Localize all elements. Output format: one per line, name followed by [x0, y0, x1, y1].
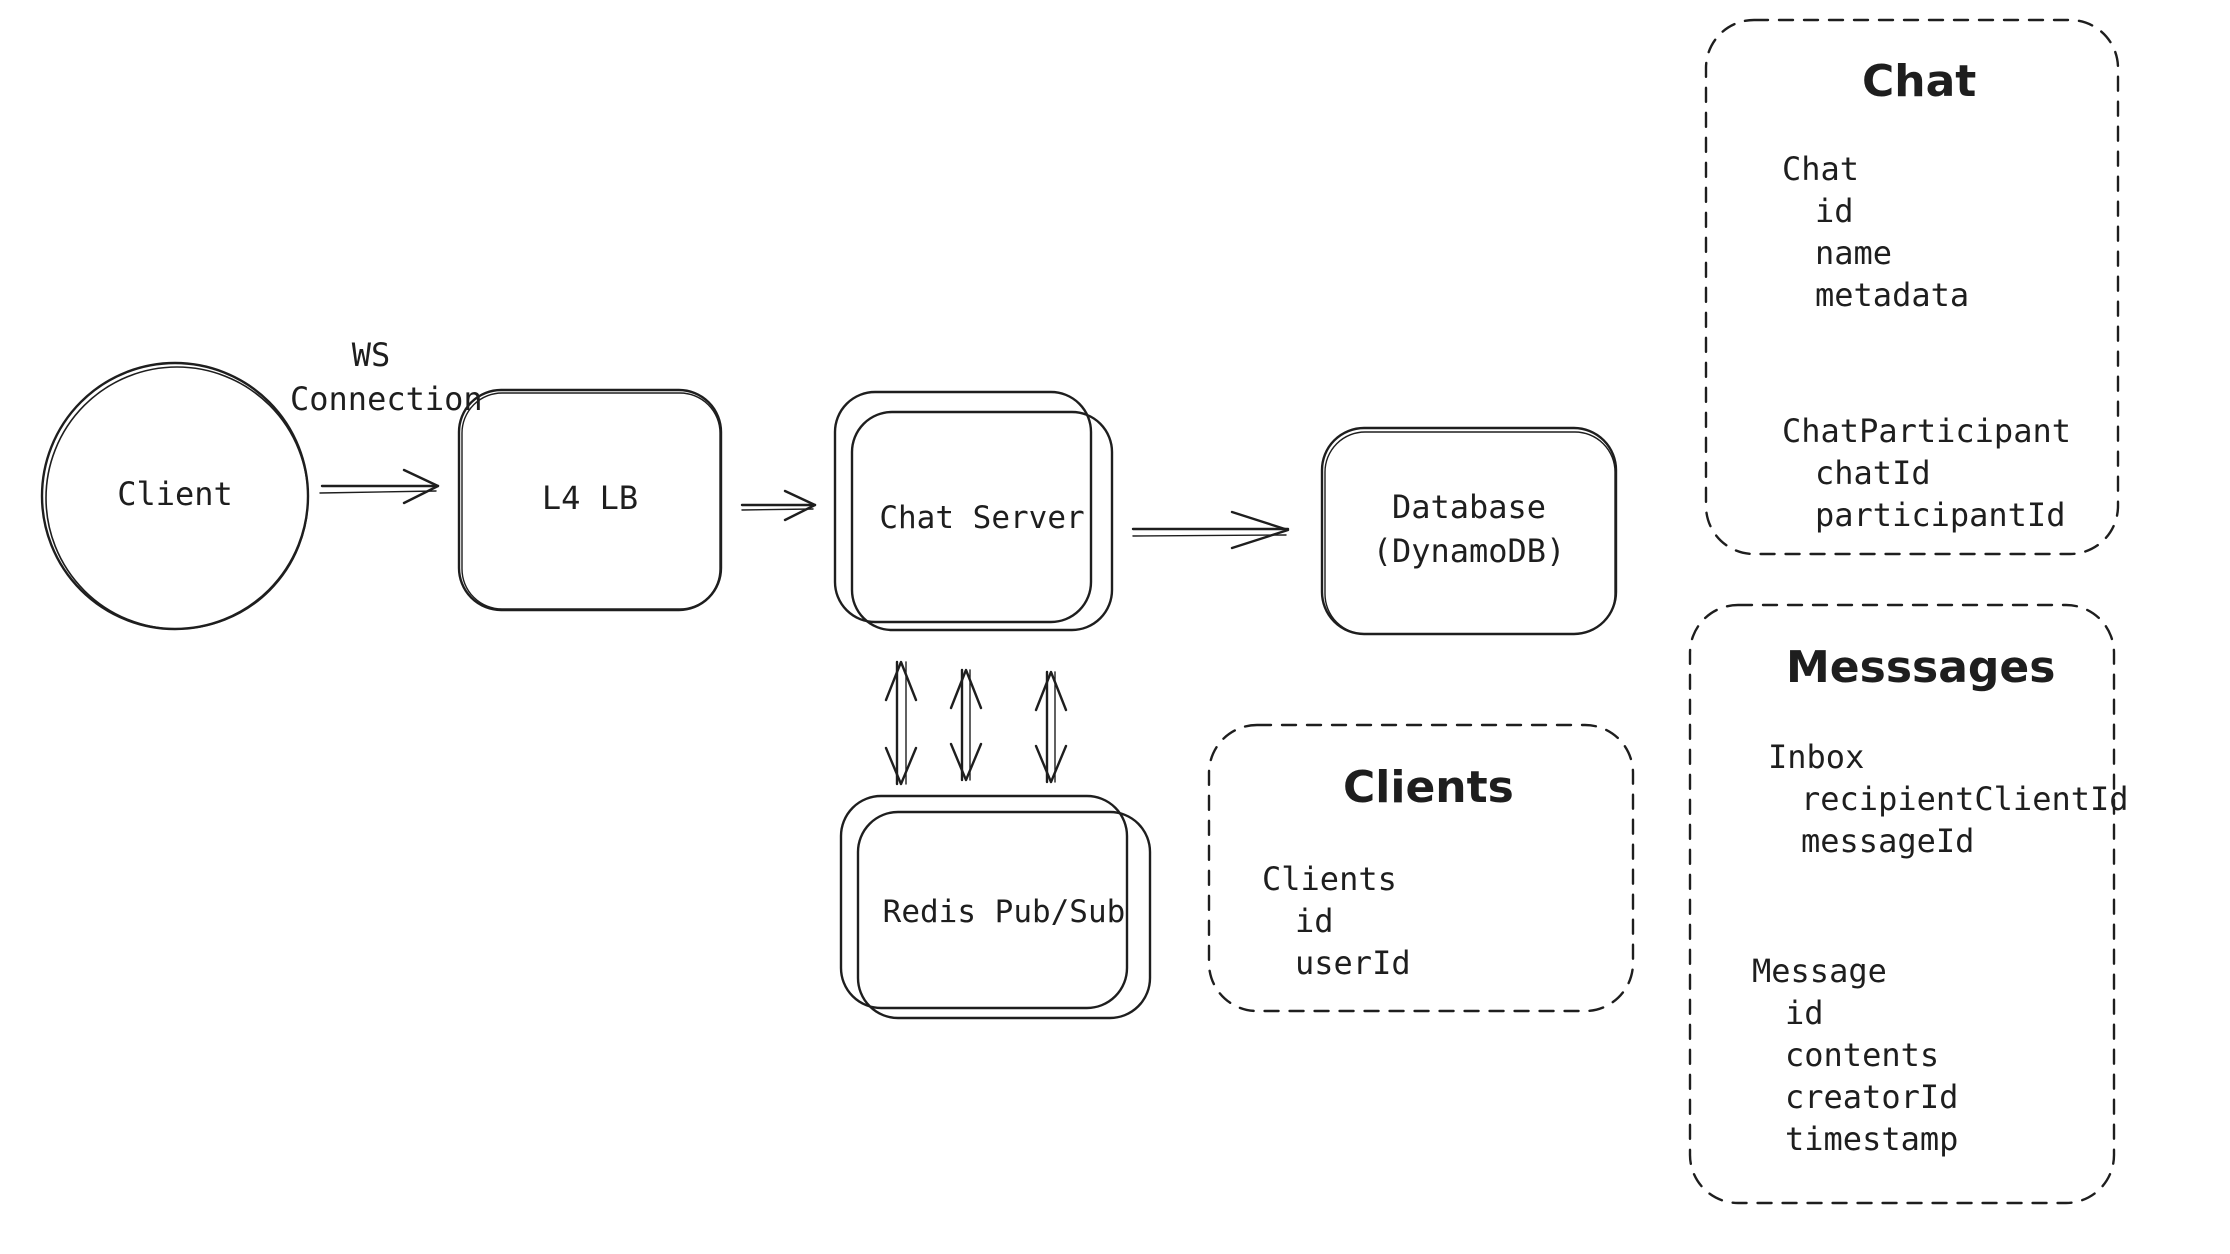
entity-field: creatorId	[1785, 1078, 1959, 1116]
entity-name: Chat	[1782, 150, 1860, 188]
database-node	[1320, 426, 1618, 636]
entity-name: ChatParticipant	[1782, 412, 2071, 450]
entity-field: id	[1295, 902, 1334, 940]
entity-field: participantId	[1815, 496, 2066, 534]
messages-panel	[1688, 603, 2116, 1205]
entity-field: metadata	[1815, 276, 1970, 314]
client-label: Client	[117, 475, 233, 513]
chat-panel	[1704, 18, 2120, 556]
entity-field: chatId	[1815, 454, 1931, 492]
database-label-line1: Database	[1391, 488, 1547, 526]
entity-name: Inbox	[1768, 738, 1865, 776]
entity-field: messageId	[1801, 822, 1975, 860]
entity-field: timestamp	[1785, 1120, 1959, 1158]
arrows-chat-server-redis	[884, 660, 1068, 786]
ws-label-line2: Connection	[290, 380, 483, 418]
arrow-client-to-lb	[319, 468, 440, 505]
chat-server-label: Chat Server	[879, 500, 1085, 536]
clients-panel	[1207, 723, 1635, 1013]
messages-panel-title: Messsages	[1786, 642, 2056, 693]
entity-field: id	[1785, 994, 1824, 1032]
redis-label: Redis Pub/Sub	[882, 894, 1126, 930]
client-node	[40, 361, 310, 631]
entity-field: id	[1815, 192, 1854, 230]
ws-label-line1: WS	[351, 336, 391, 374]
arrow-lb-to-chat-server	[740, 489, 817, 522]
entity-field: contents	[1785, 1036, 1940, 1074]
lb-node	[457, 388, 723, 612]
entity-name: Message	[1752, 952, 1887, 990]
database-label-line2: (DynamoDB)	[1372, 532, 1566, 570]
entity-field: userId	[1295, 944, 1411, 982]
chat-panel-title: Chat	[1862, 56, 1977, 107]
redis-node	[839, 794, 1152, 1020]
entity-field: name	[1815, 234, 1893, 272]
entity-field: recipientClientId	[1801, 780, 2129, 818]
clients-panel-title: Clients	[1343, 762, 1514, 813]
entity-name: Clients	[1262, 860, 1397, 898]
lb-label: L4 LB	[541, 479, 639, 517]
chat-server-node	[833, 390, 1114, 632]
arrow-chat-server-to-database	[1131, 510, 1290, 550]
